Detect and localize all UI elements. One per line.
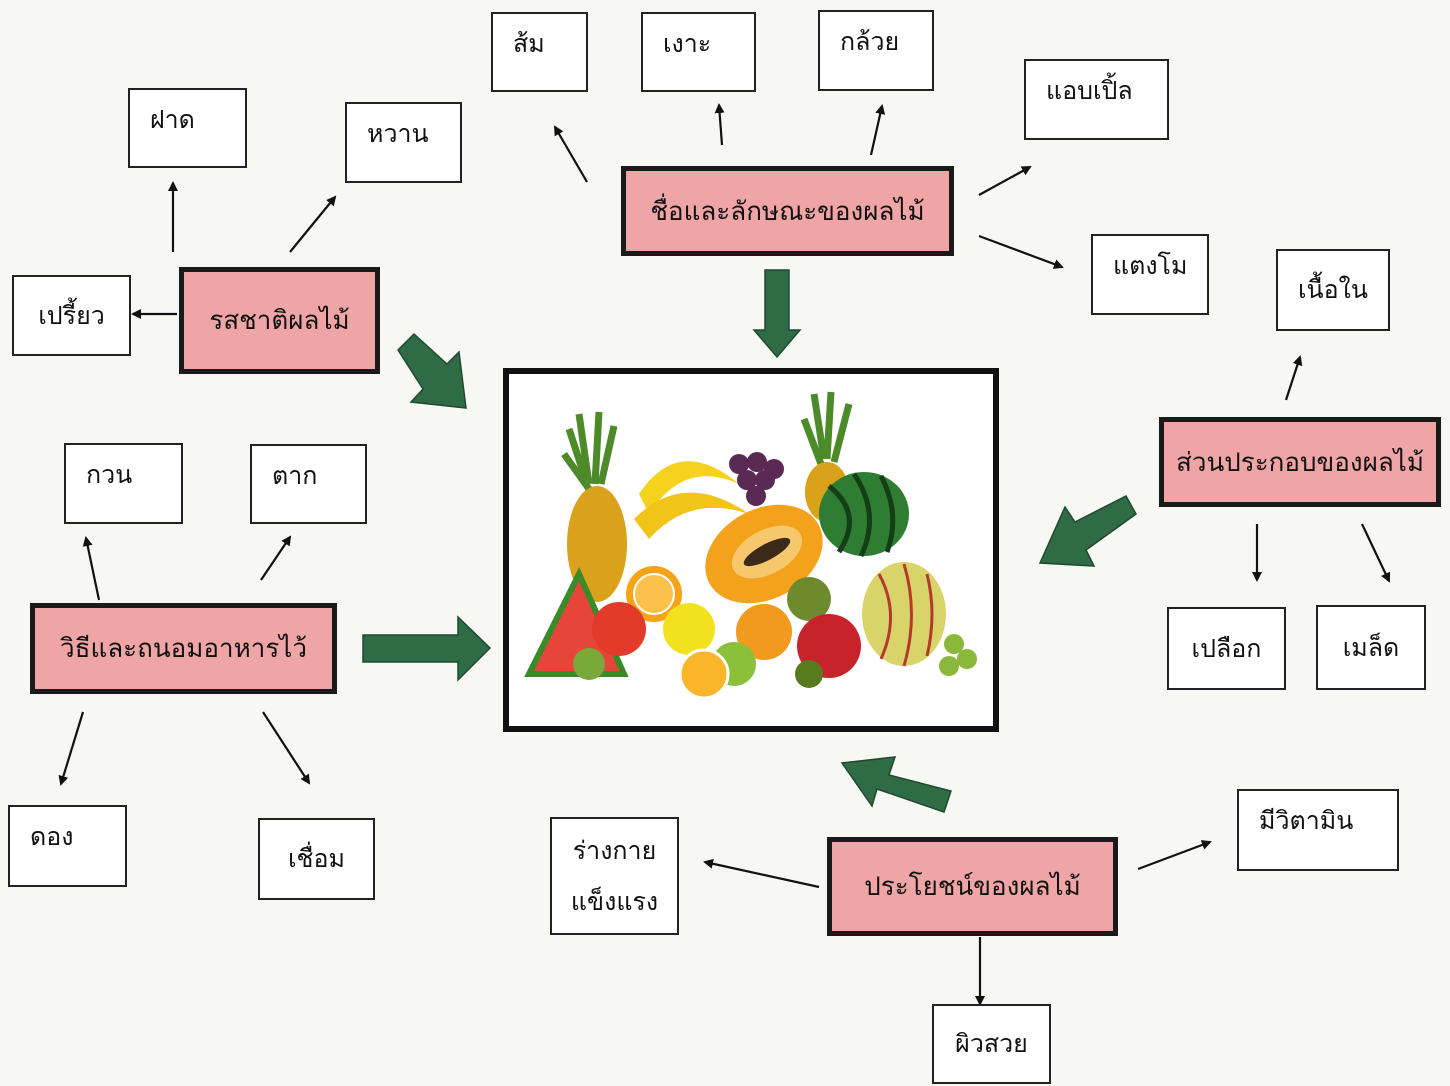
leaf-sour: เปรี้ยว	[12, 275, 131, 356]
topic-label: รสชาติผลไม้	[209, 306, 350, 336]
leaf-strong-body: ร่างกาย แข็งแรง	[550, 817, 679, 935]
grape-icon	[939, 656, 959, 676]
topic-taste: รสชาติผลไม้	[179, 267, 380, 374]
papaya-icon	[705, 504, 823, 604]
orange-slice-icon	[678, 648, 730, 700]
orange-icon	[736, 604, 792, 660]
big-arrow-from-name-features	[752, 269, 802, 359]
leaf-label: มีวิตามิน	[1259, 806, 1354, 835]
leaf-label: ดอง	[30, 822, 74, 851]
leaf-astringent: ฝาด	[128, 88, 247, 168]
leaf-label: ส้ม	[513, 29, 545, 58]
watermelon-icon	[819, 472, 909, 558]
arrow-to-vitamin	[1137, 840, 1212, 871]
leaf-candied: เชื่อม	[258, 818, 375, 900]
grapes-icon	[729, 452, 784, 506]
leaf-label: ตาก	[272, 461, 318, 490]
arrow-to-flesh	[1284, 355, 1303, 401]
leaf-nice-skin: ผิวสวย	[932, 1004, 1051, 1084]
leaf-peel: เปลือก	[1167, 607, 1286, 690]
big-arrow-from-taste	[397, 332, 467, 409]
fruit-pile-image	[503, 368, 999, 732]
leaf-label: เงาะ	[663, 29, 712, 58]
big-arrow-from-preservation	[362, 615, 492, 682]
leaf-label: แตงโม	[1113, 251, 1188, 280]
topic-components: ส่วนประกอบของผลไม้	[1159, 417, 1441, 507]
leaf-apple: แอบเปิ้ล	[1024, 59, 1169, 140]
leaf-label: เปลือก	[1191, 633, 1262, 663]
arrow-to-dry	[260, 535, 292, 581]
melon-icon	[862, 562, 946, 666]
leaf-label-line-2: แข็งแรง	[570, 887, 659, 916]
leaf-label: เมล็ด	[1342, 632, 1400, 662]
leaf-seed: เมล็ด	[1316, 605, 1426, 690]
apple-icon	[573, 648, 605, 680]
leaf-label: กล้วย	[840, 27, 900, 56]
topic-preservation: วิธีและถนอมอาหารไว้	[30, 603, 337, 694]
leaf-label: ฝาด	[150, 105, 195, 134]
orange-slice-icon	[633, 573, 675, 615]
leaf-rose-apple: เงาะ	[641, 12, 756, 92]
apple-icon	[592, 602, 646, 656]
leaf-watermelon: แตงโม	[1091, 234, 1209, 315]
arrow-to-watermelon	[978, 234, 1064, 269]
arrow-to-strong-body	[703, 858, 820, 889]
topic-benefits: ประโยชน์ของผลไม้	[827, 837, 1118, 936]
leaf-sweet: หวาน	[345, 102, 462, 183]
arrow-to-apple	[978, 166, 1032, 196]
leaf-label: กวน	[86, 460, 133, 489]
leaf-label: เชื่อม	[287, 844, 345, 874]
leaf-flesh: เนื้อใน	[1276, 249, 1390, 331]
leaf-pickle: ดอง	[8, 805, 127, 887]
leaf-stir: กวน	[64, 443, 183, 524]
leaf-orange: ส้ม	[491, 12, 588, 92]
leaf-banana: กล้วย	[818, 10, 934, 91]
kiwi-icon	[787, 577, 831, 621]
pineapple-icon	[561, 411, 627, 602]
topic-label: วิธีและถนอมอาหารไว้	[60, 634, 307, 664]
leaf-label: เปรี้ยว	[38, 300, 105, 330]
lemon-icon	[663, 603, 715, 655]
grape-icon	[944, 634, 964, 654]
leaf-label: หวาน	[367, 119, 429, 148]
leaf-label: ผิวสวย	[955, 1029, 1028, 1059]
topic-label: ชื่อและลักษณะของผลไม้	[650, 196, 925, 227]
banana-icon	[634, 492, 749, 539]
leaf-vitamin: มีวิตามิน	[1237, 789, 1399, 871]
arrow-to-rose-apple	[714, 103, 725, 146]
big-arrow-from-benefits	[840, 756, 952, 813]
arrow-to-seed	[1361, 523, 1391, 583]
arrow-to-banana	[869, 104, 886, 156]
topic-label: ส่วนประกอบของผลไม้	[1175, 447, 1424, 478]
leaf-label: แอบเปิ้ล	[1046, 76, 1133, 105]
grape-icon	[957, 649, 977, 669]
fruit-pile-illustration	[509, 374, 993, 726]
kiwi-icon	[795, 660, 823, 688]
leaf-label-line-1: ร่างกาย	[572, 835, 657, 865]
arrow-to-candied	[262, 711, 311, 785]
arrow-to-orange	[553, 125, 588, 183]
leaf-label: เนื้อใน	[1298, 275, 1368, 305]
arrow-to-pickle	[58, 711, 85, 786]
topic-label: ประโยชน์ของผลไม้	[864, 872, 1081, 902]
leaf-dry: ตาก	[250, 444, 367, 524]
arrow-to-stir	[82, 536, 101, 601]
big-arrow-from-components	[1038, 495, 1137, 567]
banana-icon	[639, 461, 739, 514]
arrow-to-sweet	[289, 195, 337, 253]
topic-name-and-features: ชื่อและลักษณะของผลไม้	[621, 166, 954, 256]
